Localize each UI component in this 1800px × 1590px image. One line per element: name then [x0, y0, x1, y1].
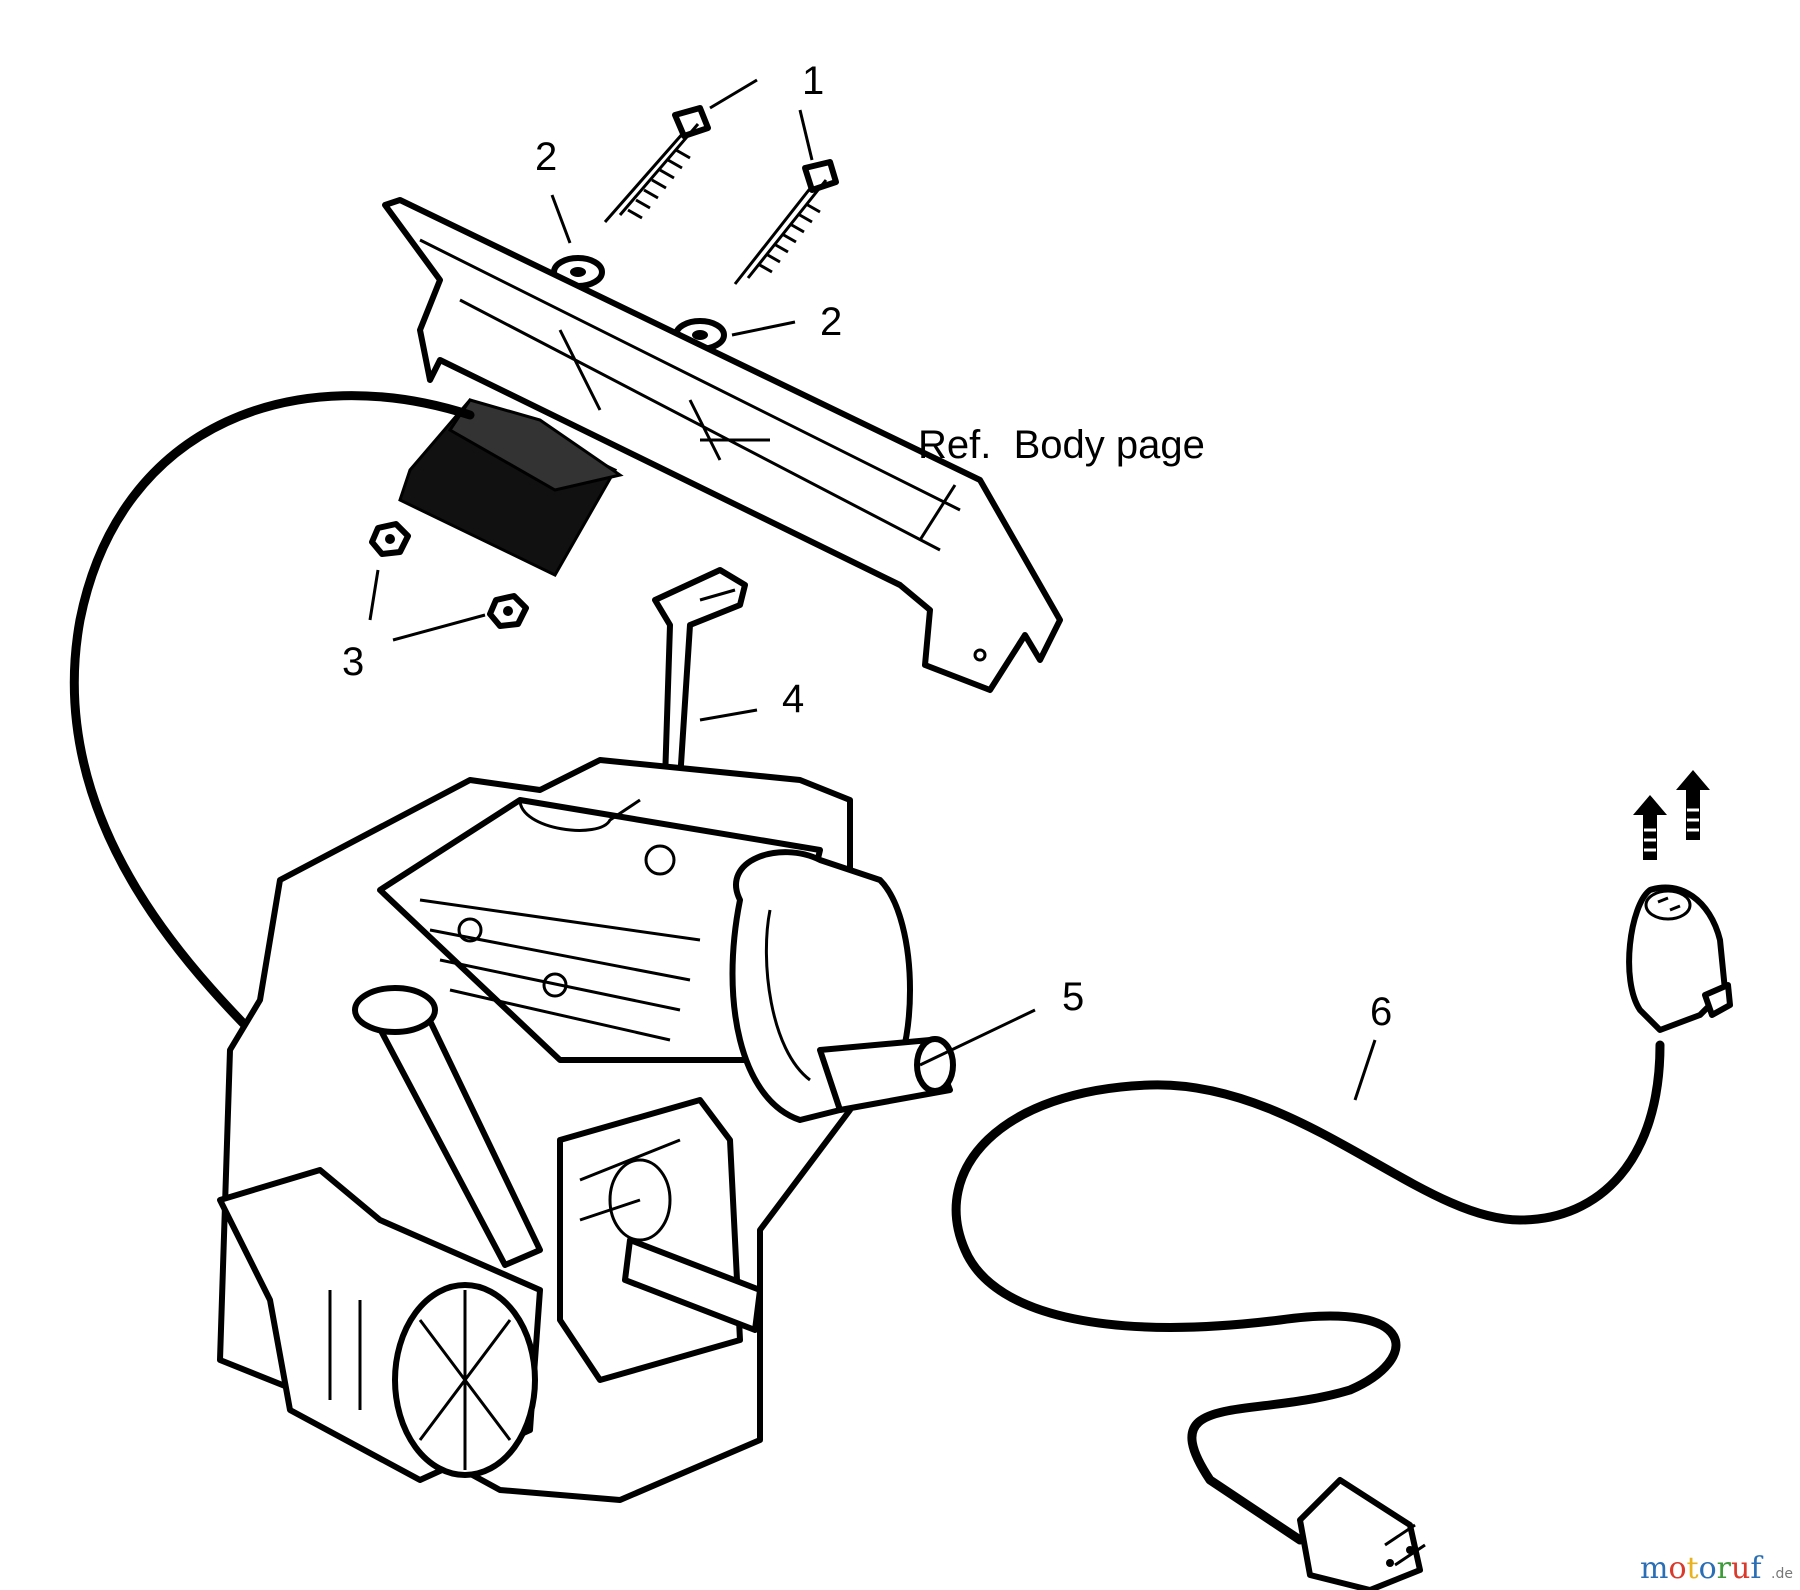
- arrow-up-icon: [1633, 770, 1710, 860]
- bolt-icon: [733, 159, 839, 285]
- nut-icon: [369, 521, 411, 557]
- bolt-icon: [603, 105, 711, 223]
- power-cord: [951, 770, 1733, 1590]
- callout-label: 2: [820, 300, 842, 344]
- watermark-logo: motoruf .de: [1640, 1551, 1793, 1586]
- callout-label: 3: [342, 640, 364, 684]
- engine: [217, 757, 956, 1503]
- reference-note: Ref. Body page: [918, 423, 1205, 467]
- nut-icon: [487, 593, 529, 629]
- callout-label: 6: [1370, 990, 1392, 1034]
- leader-lines: [368, 78, 1377, 1101]
- svg-text:.de: .de: [1771, 1566, 1793, 1582]
- callout-label: 5: [1062, 975, 1084, 1019]
- svg-text:motoruf: motoruf: [1640, 1551, 1763, 1586]
- callout-label: 2: [535, 135, 557, 179]
- callout-label: 1: [802, 59, 824, 103]
- choke-lever: [652, 567, 748, 783]
- switch-box: [398, 398, 624, 577]
- callout-label: 4: [782, 677, 804, 721]
- mounting-bracket: [382, 197, 1063, 693]
